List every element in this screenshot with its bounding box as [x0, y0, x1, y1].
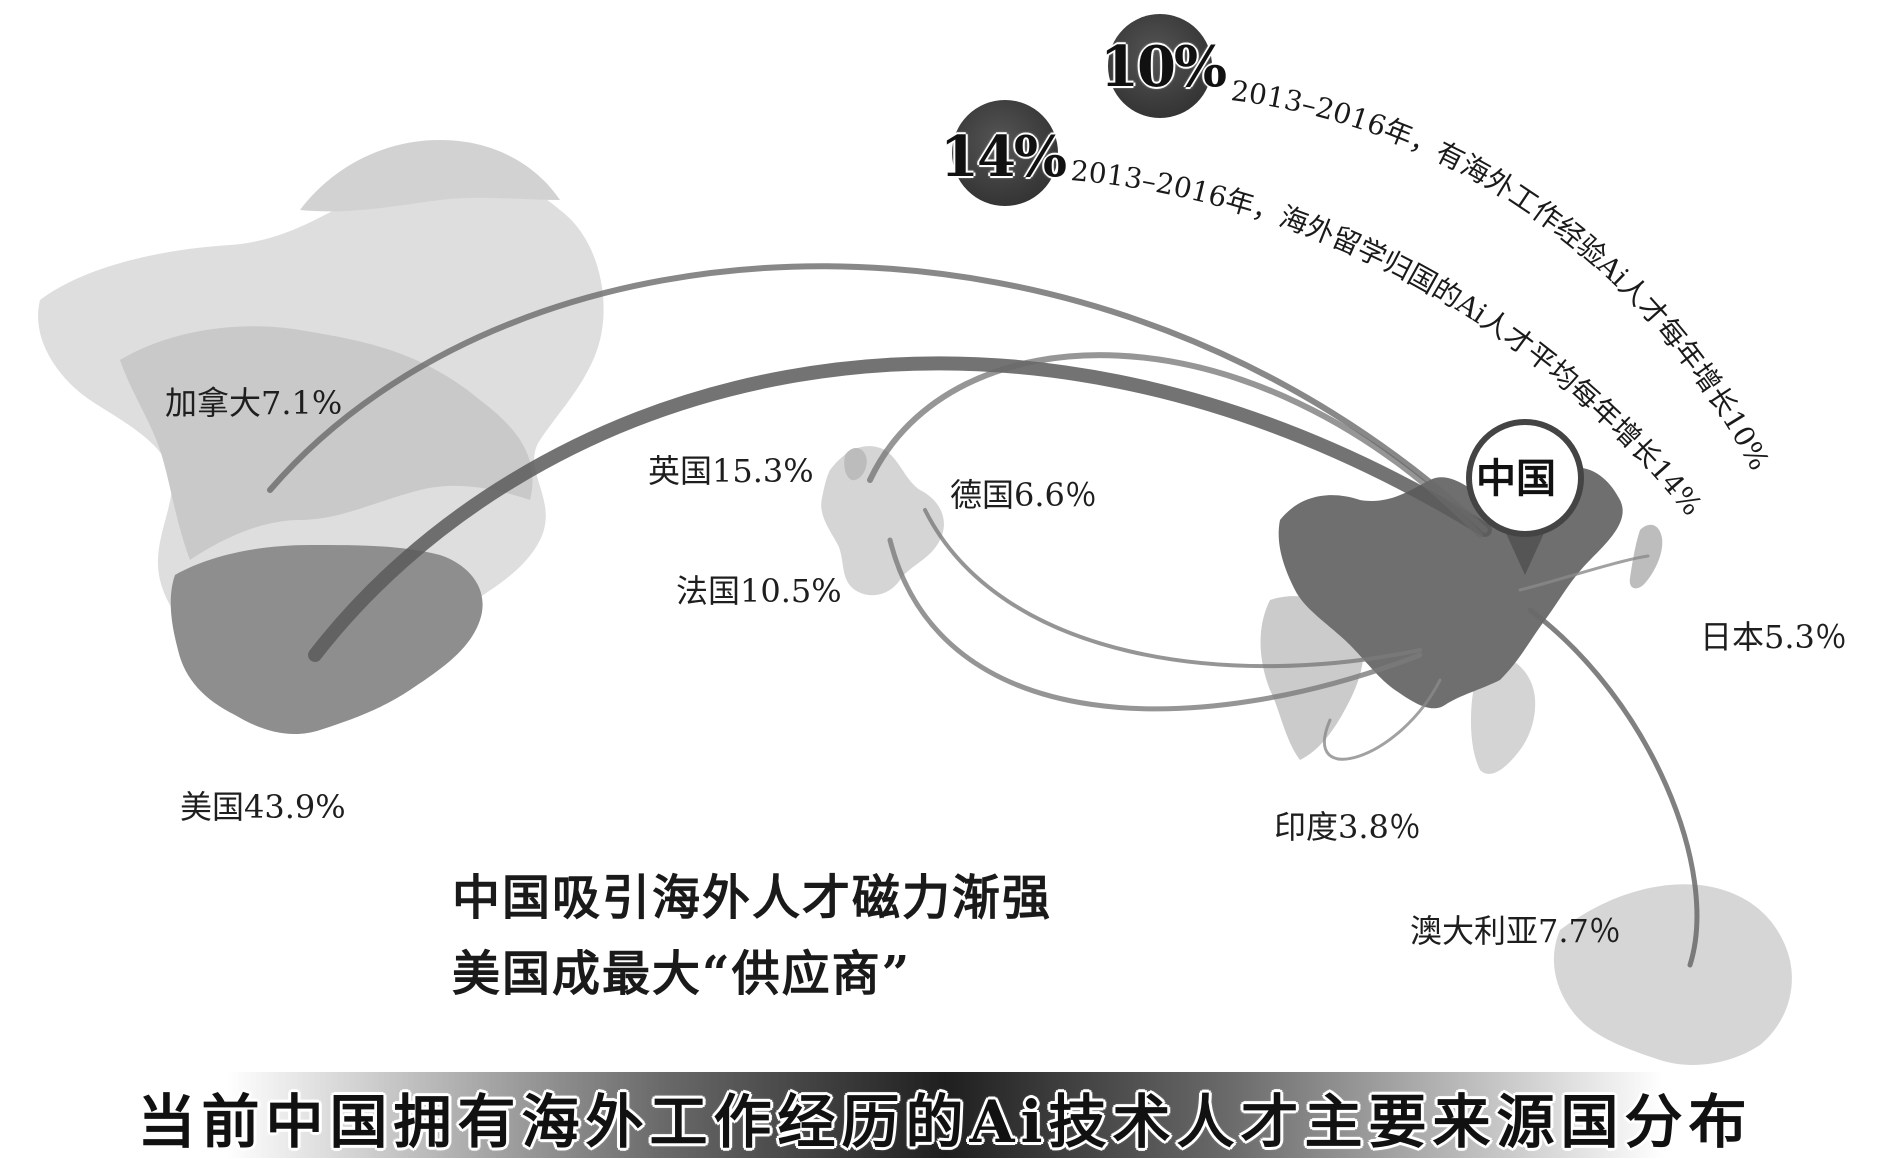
- label-germany: 德国6.6％: [950, 476, 1097, 514]
- label-usa: 美国43.9%: [180, 788, 346, 826]
- label-uk: 英国15.3%: [648, 452, 814, 490]
- flow-arc-uk: [867, 352, 1483, 538]
- headline-line1: 中国吸引海外人才磁力渐强: [452, 870, 1053, 926]
- canadian-arctic-islands: [300, 140, 560, 212]
- flow-arc-germany: [923, 508, 1422, 669]
- label-japan: 日本5.3％: [1700, 618, 1847, 656]
- india-region: [1260, 596, 1364, 760]
- canada-region: [120, 326, 533, 560]
- china-location-pin: [1466, 419, 1584, 575]
- footer-title: 当前中国拥有海外工作经历的Ai技术人才主要来源国分布: [137, 1088, 1753, 1156]
- flow-arc-japan: [1518, 554, 1650, 592]
- label-france: 法国10.5%: [676, 572, 842, 610]
- flow-arc-france: [887, 537, 1423, 712]
- china-pin-label: 中国: [1476, 456, 1556, 502]
- flow-arc-australia: [1527, 607, 1700, 968]
- stat-badge-14: [952, 100, 1058, 206]
- label-canada: 加拿大7.1%: [165, 384, 343, 422]
- talent-flow-arcs: [267, 263, 1700, 968]
- label-australia: 澳大利亚7.7％: [1410, 912, 1621, 950]
- footer-band: [0, 1072, 1890, 1158]
- label-india: 印度3.8％: [1274, 808, 1421, 846]
- headline-line2: 美国成最大“供应商”: [452, 946, 912, 1002]
- flow-arc-usa: [308, 356, 1492, 662]
- uk-island: [844, 447, 867, 481]
- stat-value-10: 10%: [1100, 34, 1227, 100]
- australia-region: [1553, 884, 1792, 1065]
- flow-arc-canada: [267, 263, 1488, 533]
- stat-badge-10: [1108, 14, 1212, 118]
- flow-arc-india: [1323, 678, 1442, 761]
- stat-value-14: 14%: [940, 124, 1067, 190]
- europe-landmass: [821, 446, 944, 596]
